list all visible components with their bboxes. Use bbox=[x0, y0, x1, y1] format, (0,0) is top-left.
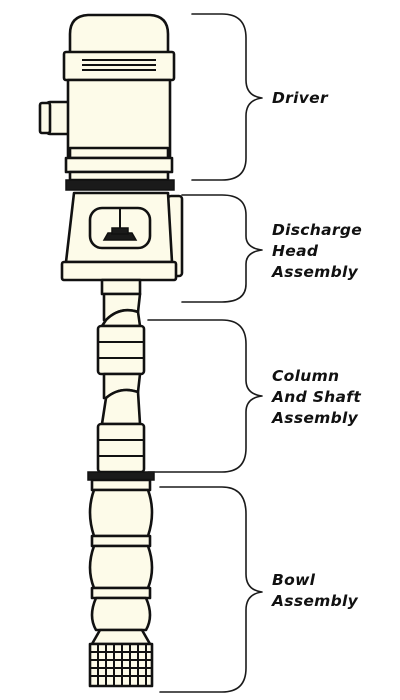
discharge-head-label-line-2: Head bbox=[272, 242, 319, 260]
discharge-head-assembly-label: Discharge Head Assembly bbox=[272, 220, 362, 283]
bowl-label-line-2: Assembly bbox=[272, 592, 359, 610]
column-shaft-label-line-2: And Shaft bbox=[272, 388, 362, 406]
discharge-head bbox=[60, 191, 184, 296]
discharge-head-label-line-3: Assembly bbox=[272, 263, 359, 281]
column-shaft-label-line-3: Assembly bbox=[272, 409, 359, 427]
driver-brace bbox=[191, 13, 263, 181]
driver-label-line-1: Driver bbox=[272, 89, 328, 107]
driver-motor bbox=[38, 13, 176, 191]
bowl-label-line-1: Bowl bbox=[272, 571, 316, 589]
column-pipe-and-shaft bbox=[96, 292, 146, 474]
column-shaft-label-line-1: Column bbox=[272, 367, 340, 385]
column-shaft-brace bbox=[147, 319, 263, 473]
bowl-assembly-brace bbox=[159, 486, 263, 693]
driver-label: Driver bbox=[272, 88, 328, 109]
discharge-head-label-line-1: Discharge bbox=[272, 221, 363, 239]
bowl-assembly-label: Bowl Assembly bbox=[272, 570, 358, 612]
column-and-shaft-assembly-label: Column And Shaft Assembly bbox=[272, 366, 361, 429]
discharge-head-brace bbox=[181, 194, 263, 303]
bowl-assembly-stack bbox=[87, 471, 155, 688]
